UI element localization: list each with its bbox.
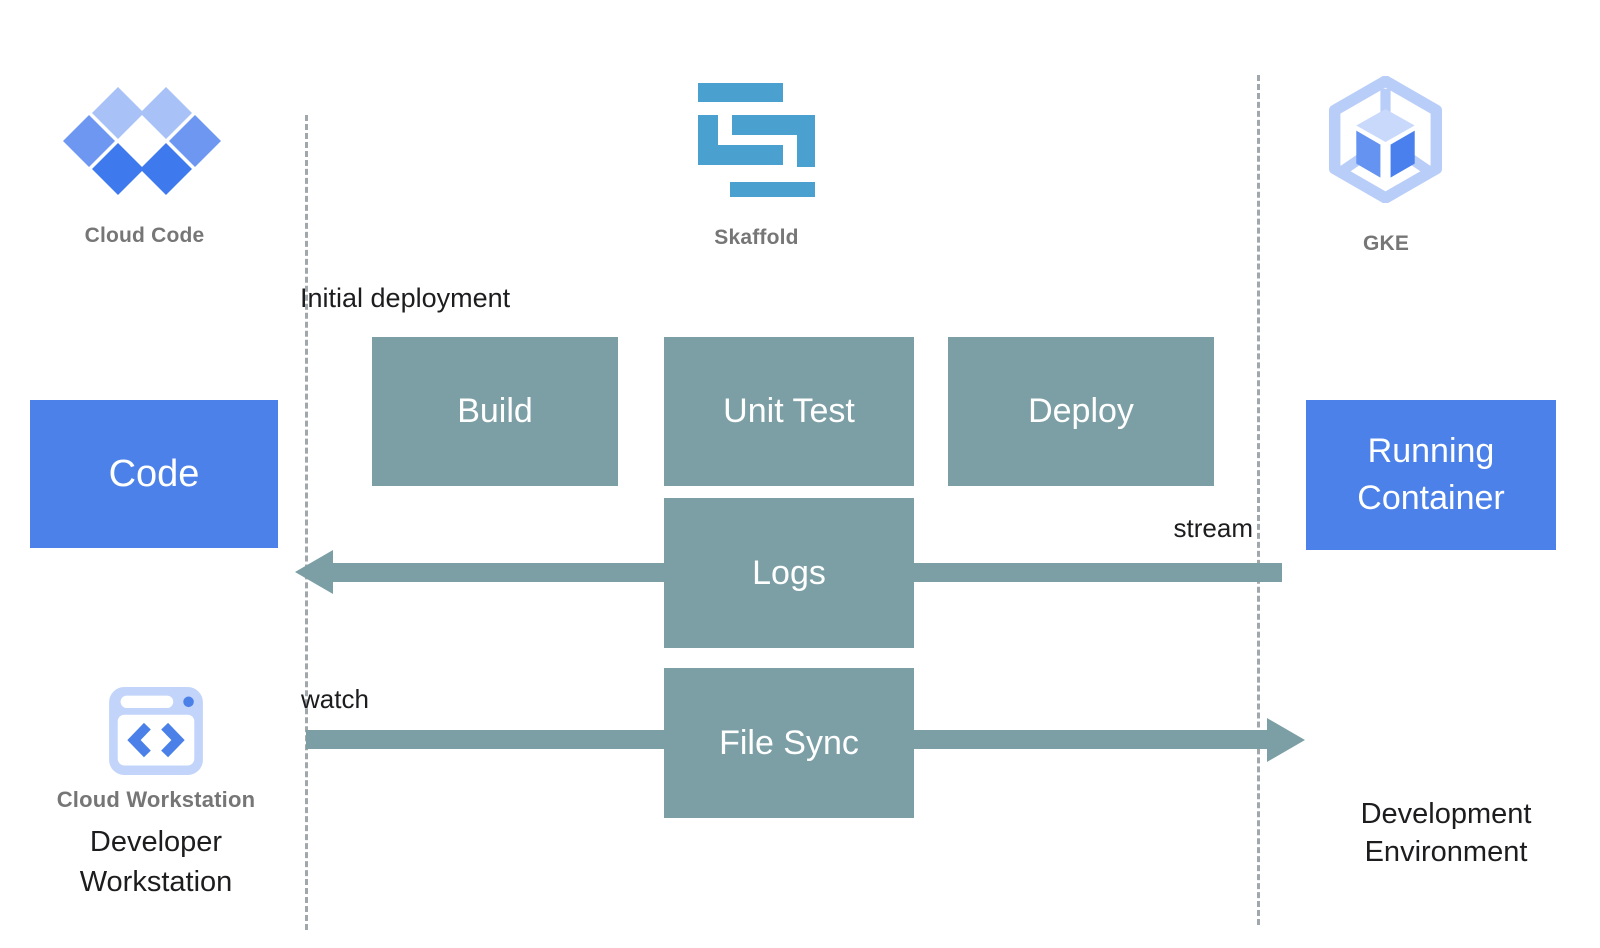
build-box: Build bbox=[372, 337, 618, 486]
cloud-workstation-icon bbox=[109, 686, 203, 776]
watch-label: watch bbox=[301, 684, 369, 714]
stream-arrowhead-icon bbox=[295, 550, 333, 594]
zone-divider-left bbox=[305, 115, 308, 930]
skaffold-icon bbox=[698, 83, 815, 197]
zone-divider-right bbox=[1257, 75, 1260, 925]
code-box-label: Code bbox=[108, 452, 200, 495]
skaffold-label: Skaffold bbox=[714, 226, 799, 249]
code-box: Code bbox=[30, 400, 278, 548]
deploy-box-label: Deploy bbox=[1028, 392, 1134, 430]
unit-test-box: Unit Test bbox=[664, 337, 914, 486]
watch-arrowhead-icon bbox=[1267, 718, 1305, 762]
cloud-code-label: Cloud Code bbox=[84, 224, 205, 247]
initial-deployment-label: Initial deployment bbox=[300, 283, 511, 313]
file-sync-box-label: File Sync bbox=[719, 723, 859, 762]
unit-test-box-label: Unit Test bbox=[723, 392, 855, 430]
stream-label: stream bbox=[1173, 513, 1253, 543]
developer-workstation-label: Developer Workstation bbox=[79, 826, 233, 898]
running-container-box: Running Container bbox=[1306, 400, 1556, 550]
build-box-label: Build bbox=[457, 392, 533, 430]
gke-icon bbox=[1328, 76, 1443, 203]
logs-box: Logs bbox=[664, 498, 914, 648]
development-environment-label: Development Environment bbox=[1360, 798, 1532, 868]
logs-box-label: Logs bbox=[752, 553, 826, 592]
cloud-code-icon bbox=[63, 87, 221, 195]
gke-label: GKE bbox=[1362, 232, 1410, 255]
file-sync-box: File Sync bbox=[664, 668, 914, 818]
running-container-box-label: Running Container bbox=[1357, 432, 1505, 517]
deploy-box: Deploy bbox=[948, 337, 1214, 486]
cloud-workstation-label: Cloud Workstation bbox=[56, 787, 256, 812]
